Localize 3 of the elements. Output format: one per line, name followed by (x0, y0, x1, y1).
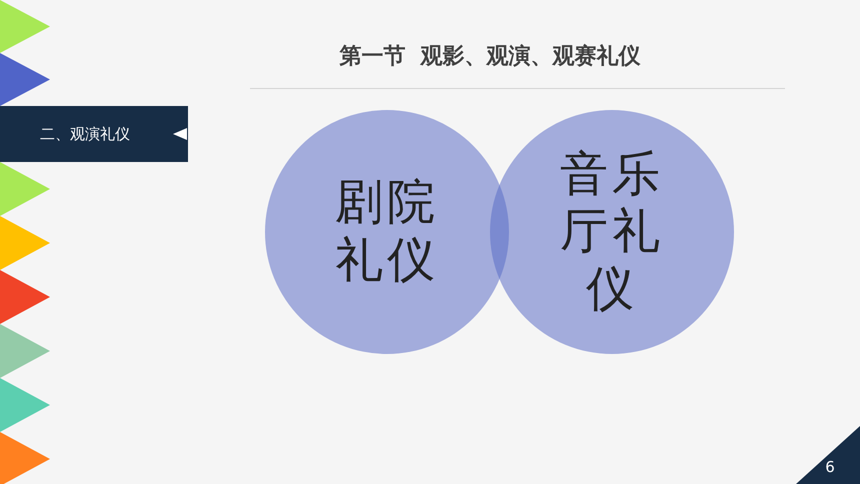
section-tab: 二、观演礼仪 (0, 106, 188, 162)
slide-title: 第一节 观影、观演、观赛礼仪 (338, 42, 642, 71)
page-number: 6 (824, 457, 836, 478)
